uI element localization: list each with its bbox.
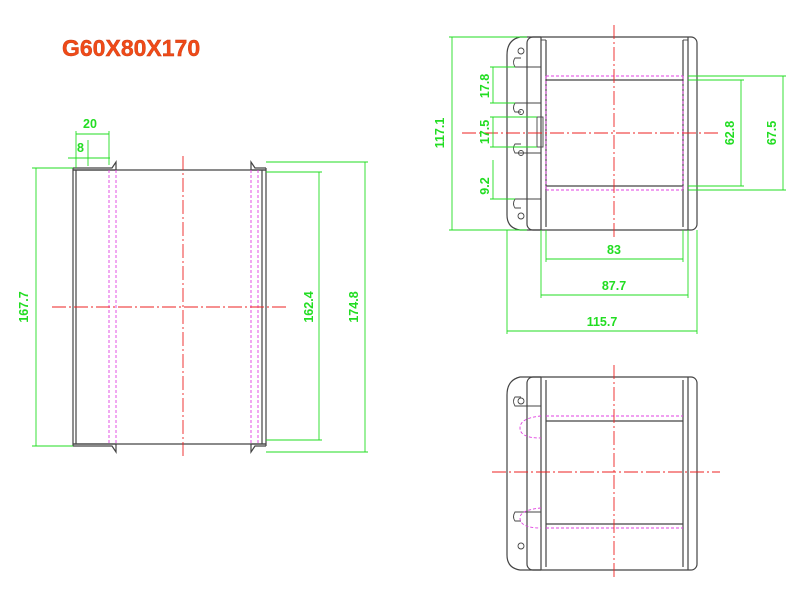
dim-slot-c: 9.2 (478, 177, 492, 194)
bottom-view-hidden-lines (519, 415, 683, 529)
dim-window-height: 62.8 (723, 121, 737, 145)
left-side-view: 20 8 167.7 162.4 174.8 (17, 117, 368, 458)
dim-window-width: 83 (607, 243, 621, 257)
front-view-dimension-lines (449, 36, 786, 334)
dim-slot-a: 17.8 (478, 74, 492, 98)
left-view-dimension-lines (32, 131, 368, 453)
dim-front-height-total: 117.1 (433, 118, 447, 149)
dim-outer-height: 67.5 (765, 121, 779, 145)
bottom-right-view (492, 365, 720, 580)
left-view-centerlines (52, 156, 288, 458)
front-view-outline (506, 36, 698, 231)
bottom-view-outline (506, 376, 698, 571)
top-right-front-view: 117.1 17.8 17.5 9.2 62.8 67.5 83 87.7 11… (433, 25, 786, 334)
dim-flange: 8 (77, 141, 84, 155)
dim-height-left: 167.7 (17, 291, 31, 322)
bottom-view-centerlines (492, 365, 720, 580)
front-view-centerlines (462, 25, 720, 240)
drawing-title: G60X80X170 (62, 35, 200, 61)
dim-top-width: 20 (83, 117, 97, 131)
dim-height-inner: 162.4 (302, 291, 316, 322)
dim-height-total: 174.8 (347, 291, 361, 322)
dim-inner-width: 87.7 (602, 279, 626, 293)
dim-slot-b: 17.5 (478, 120, 492, 144)
dim-total-width: 115.7 (587, 315, 618, 329)
